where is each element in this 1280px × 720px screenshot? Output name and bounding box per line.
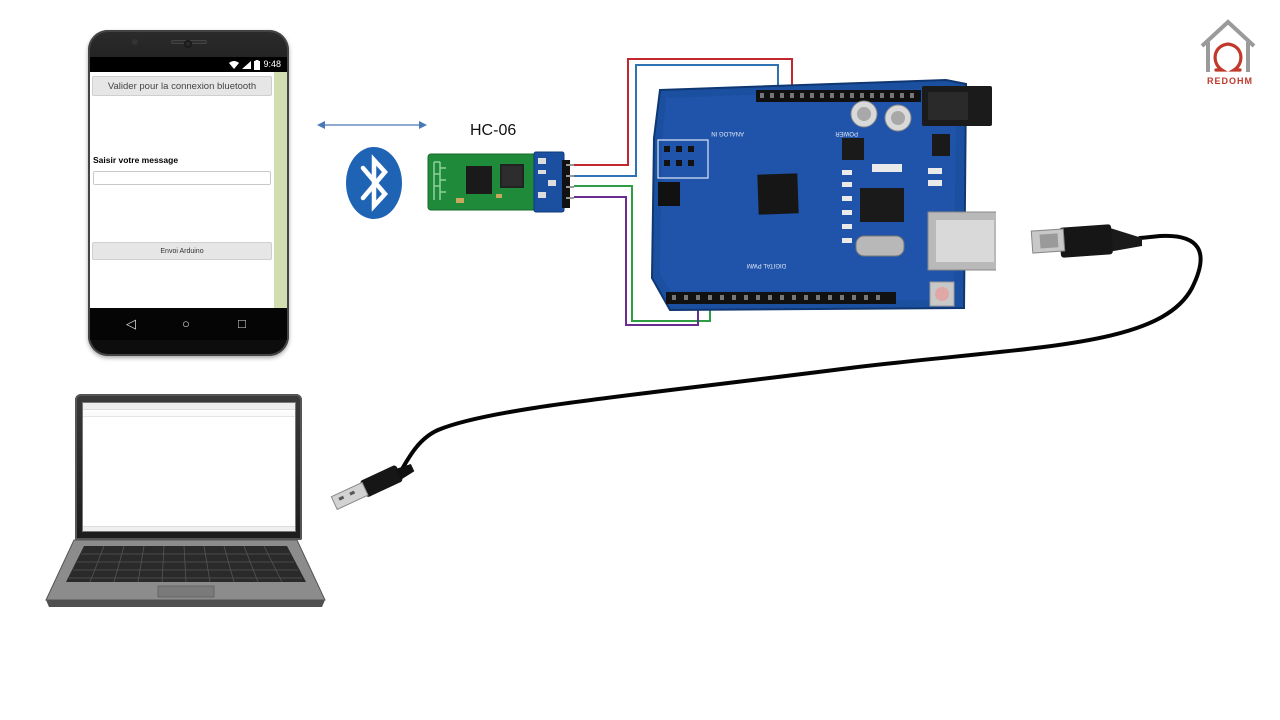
- svg-text:POWER: POWER: [835, 130, 858, 136]
- module-label: HC-06: [470, 122, 517, 139]
- bluetooth-icon: [346, 147, 402, 219]
- laptop-window-toolbar: [83, 412, 295, 417]
- laptop-screen: [82, 402, 296, 532]
- nav-back-icon[interactable]: ◁: [126, 316, 136, 331]
- signal-icon: [242, 60, 252, 69]
- phone-camera: [184, 40, 192, 48]
- send-arduino-button[interactable]: Envoi Arduino: [92, 242, 272, 260]
- usb-a-connector: [330, 464, 415, 511]
- bluetooth-connect-button[interactable]: Valider pour la connexion bluetooth: [92, 76, 272, 96]
- smartphone: 9:48 Valider pour la connexion bluetooth…: [88, 30, 289, 356]
- wire-purple: [574, 196, 699, 326]
- brand-name: REDOHM: [1207, 76, 1253, 86]
- status-bar: 9:48: [90, 57, 287, 72]
- wire-green: [574, 185, 711, 322]
- message-label: Saisir votre message: [93, 155, 179, 165]
- double-arrow-icon: [317, 121, 427, 129]
- screen-side-bar: [274, 72, 287, 308]
- wiring: [574, 58, 793, 326]
- arduino-uno-board: ANALOG IN POWER DIGITAL PWM: [650, 78, 996, 312]
- brand-logo: REDOHM: [1196, 18, 1260, 88]
- message-input[interactable]: [93, 171, 271, 185]
- usb-cable-icon: [330, 224, 1203, 511]
- wire-blue: [574, 64, 779, 177]
- svg-text:ANALOG IN: ANALOG IN: [711, 130, 744, 136]
- wire-red: [574, 58, 793, 166]
- laptop-keyboard-base: [45, 539, 326, 607]
- hc06-bluetooth-module: [427, 151, 574, 213]
- phone-sensor: [132, 39, 138, 45]
- android-nav-bar: ◁ ○ □: [90, 308, 287, 340]
- status-time: 9:48: [263, 59, 281, 69]
- laptop-window-titlebar: [83, 403, 295, 410]
- house-omega-logo-icon: [1200, 19, 1256, 72]
- laptop-window-statusbar: [83, 526, 295, 531]
- nav-recent-icon[interactable]: □: [238, 316, 246, 331]
- phone-screen: Valider pour la connexion bluetooth Sais…: [90, 72, 287, 308]
- svg-text:DIGITAL PWM: DIGITAL PWM: [747, 262, 786, 268]
- battery-icon: [254, 59, 261, 70]
- usb-b-connector: [1030, 224, 1142, 258]
- nav-home-icon[interactable]: ○: [182, 316, 190, 331]
- wifi-icon: [229, 60, 240, 69]
